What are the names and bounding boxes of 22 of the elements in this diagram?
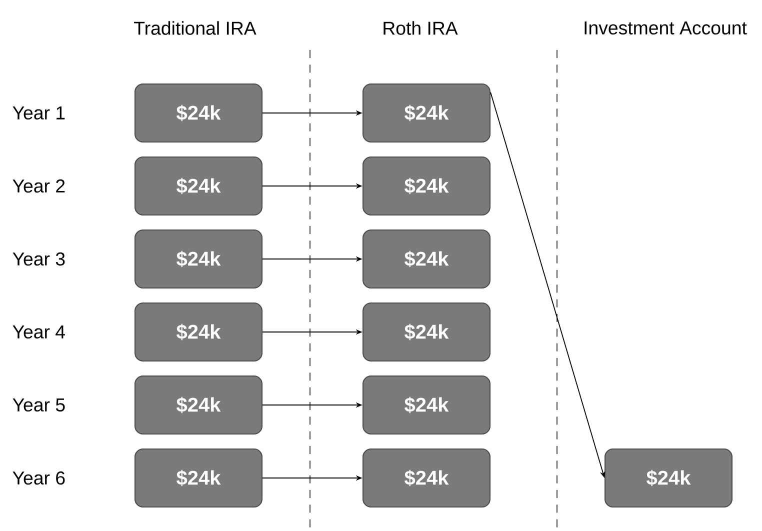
amount-box: $24k (604, 448, 733, 508)
amount-box: $24k (134, 302, 263, 362)
row-label: Year 2 (12, 179, 65, 193)
amount-box: $24k (362, 448, 491, 508)
amount-box: $24k (134, 448, 263, 508)
amount-box: $24k (134, 83, 263, 143)
amount-box: $24k (362, 229, 491, 289)
amount-box: $24k (362, 156, 491, 216)
amount-box: $24k (134, 375, 263, 435)
column-heading: Investment Account (584, 22, 747, 35)
row-label: Year 3 (12, 252, 65, 266)
row-label: Year 5 (12, 398, 65, 412)
column-heading: Roth IRA (384, 21, 458, 35)
amount-box: $24k (362, 375, 491, 435)
row-label: Year 6 (12, 471, 65, 485)
amount-box: $24k (362, 83, 491, 143)
amount-box: $24k (134, 229, 263, 289)
amount-box: $24k (362, 302, 491, 362)
row-label: Year 4 (12, 326, 65, 339)
row-label: Year 1 (12, 106, 65, 120)
amount-box: $24k (134, 156, 263, 216)
column-heading: Traditional IRA (134, 21, 256, 35)
